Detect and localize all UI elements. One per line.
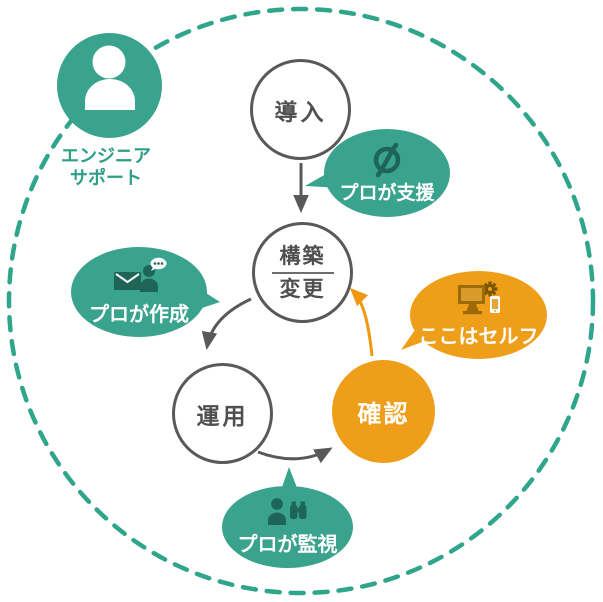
stage-label-intro: 導入 bbox=[274, 98, 327, 125]
computer-gear-phone-icon bbox=[454, 281, 504, 319]
engineer-support-avatar bbox=[57, 33, 162, 138]
mail-person-chat-icon bbox=[111, 257, 167, 297]
stage-label-build: 構築 bbox=[279, 244, 326, 268]
slashed-circle-logo-icon bbox=[369, 141, 405, 178]
stage-label-change: 変更 bbox=[279, 277, 326, 301]
engineer-support-label-line1: エンジニア bbox=[61, 146, 151, 166]
bubble-pro-create: プロが作成 bbox=[71, 247, 207, 337]
bubble-self-service-label: ここはセルフ bbox=[418, 326, 539, 348]
stage-circle-confirm: 確認 bbox=[332, 360, 435, 463]
person-icon bbox=[57, 31, 162, 141]
bubble-pro-monitor-label: プロが監視 bbox=[237, 534, 338, 556]
person-binoculars-icon bbox=[265, 497, 311, 527]
arrow-build-to-operate bbox=[201, 297, 252, 350]
stage-label-operate: 運用 bbox=[196, 402, 249, 429]
bubble-pro-support: プロが支援 bbox=[324, 129, 450, 217]
build-change-divider bbox=[271, 271, 334, 274]
bubble-pro-monitor: プロが監視 bbox=[222, 486, 353, 568]
bubble-self-service: ここはセルフ bbox=[410, 271, 547, 359]
engineer-support-label: エンジニア サポート bbox=[16, 145, 196, 189]
dashed-boundary-ring bbox=[6, 6, 596, 596]
stage-label-confirm: 確認 bbox=[357, 401, 410, 428]
bubble-pro-support-label: プロが支援 bbox=[339, 183, 435, 204]
arrow-operate-to-confirm bbox=[257, 447, 333, 464]
arrow-confirm-to-build bbox=[349, 287, 374, 357]
bubble-pro-create-label: プロが作成 bbox=[89, 304, 189, 326]
stage-circle-operate: 運用 bbox=[172, 363, 273, 464]
engineer-support-label-line2: サポート bbox=[70, 168, 142, 188]
stage-circle-intro: 導入 bbox=[250, 59, 351, 160]
stage-circle-build-change: 構築 変更 bbox=[252, 222, 353, 323]
